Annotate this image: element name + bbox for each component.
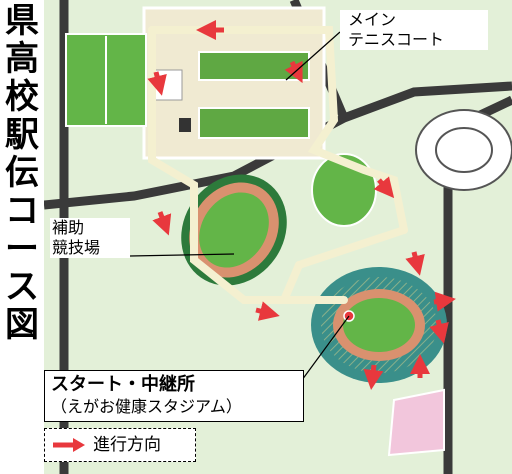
dome-inner: [435, 127, 493, 173]
main-stadium-infield: [343, 298, 415, 352]
label-line: 競技場: [52, 238, 101, 257]
course-arrows: [147, 20, 456, 390]
title-bar: 県高校駅伝コース図: [0, 0, 44, 474]
label-line: スタート・中継所: [51, 374, 195, 395]
label-line: 補助: [52, 218, 85, 237]
label-line: （えがお健康スタジアム）: [51, 397, 242, 416]
auxiliary-infield: [199, 192, 269, 268]
building: [179, 118, 191, 132]
map-title: 県高校駅伝コース図: [5, 1, 39, 345]
leader-lines: [129, 31, 350, 381]
legend: 進行方向: [44, 428, 196, 462]
label-start-relay-point: スタート・中継所 （えがお健康スタジアム）: [44, 370, 304, 422]
red-arrow-icon: [53, 438, 85, 452]
label-main-tennis-court: メイン テニスコート: [340, 10, 488, 50]
label-auxiliary-stadium: 補助 競技場: [50, 218, 130, 258]
map-canvas: [44, 0, 512, 474]
tennis-court-block: [198, 107, 310, 139]
lower-field: [387, 388, 445, 457]
label-line: テニスコート: [348, 30, 445, 49]
legend-label: 進行方向: [93, 435, 161, 455]
label-line: メイン: [348, 10, 397, 29]
